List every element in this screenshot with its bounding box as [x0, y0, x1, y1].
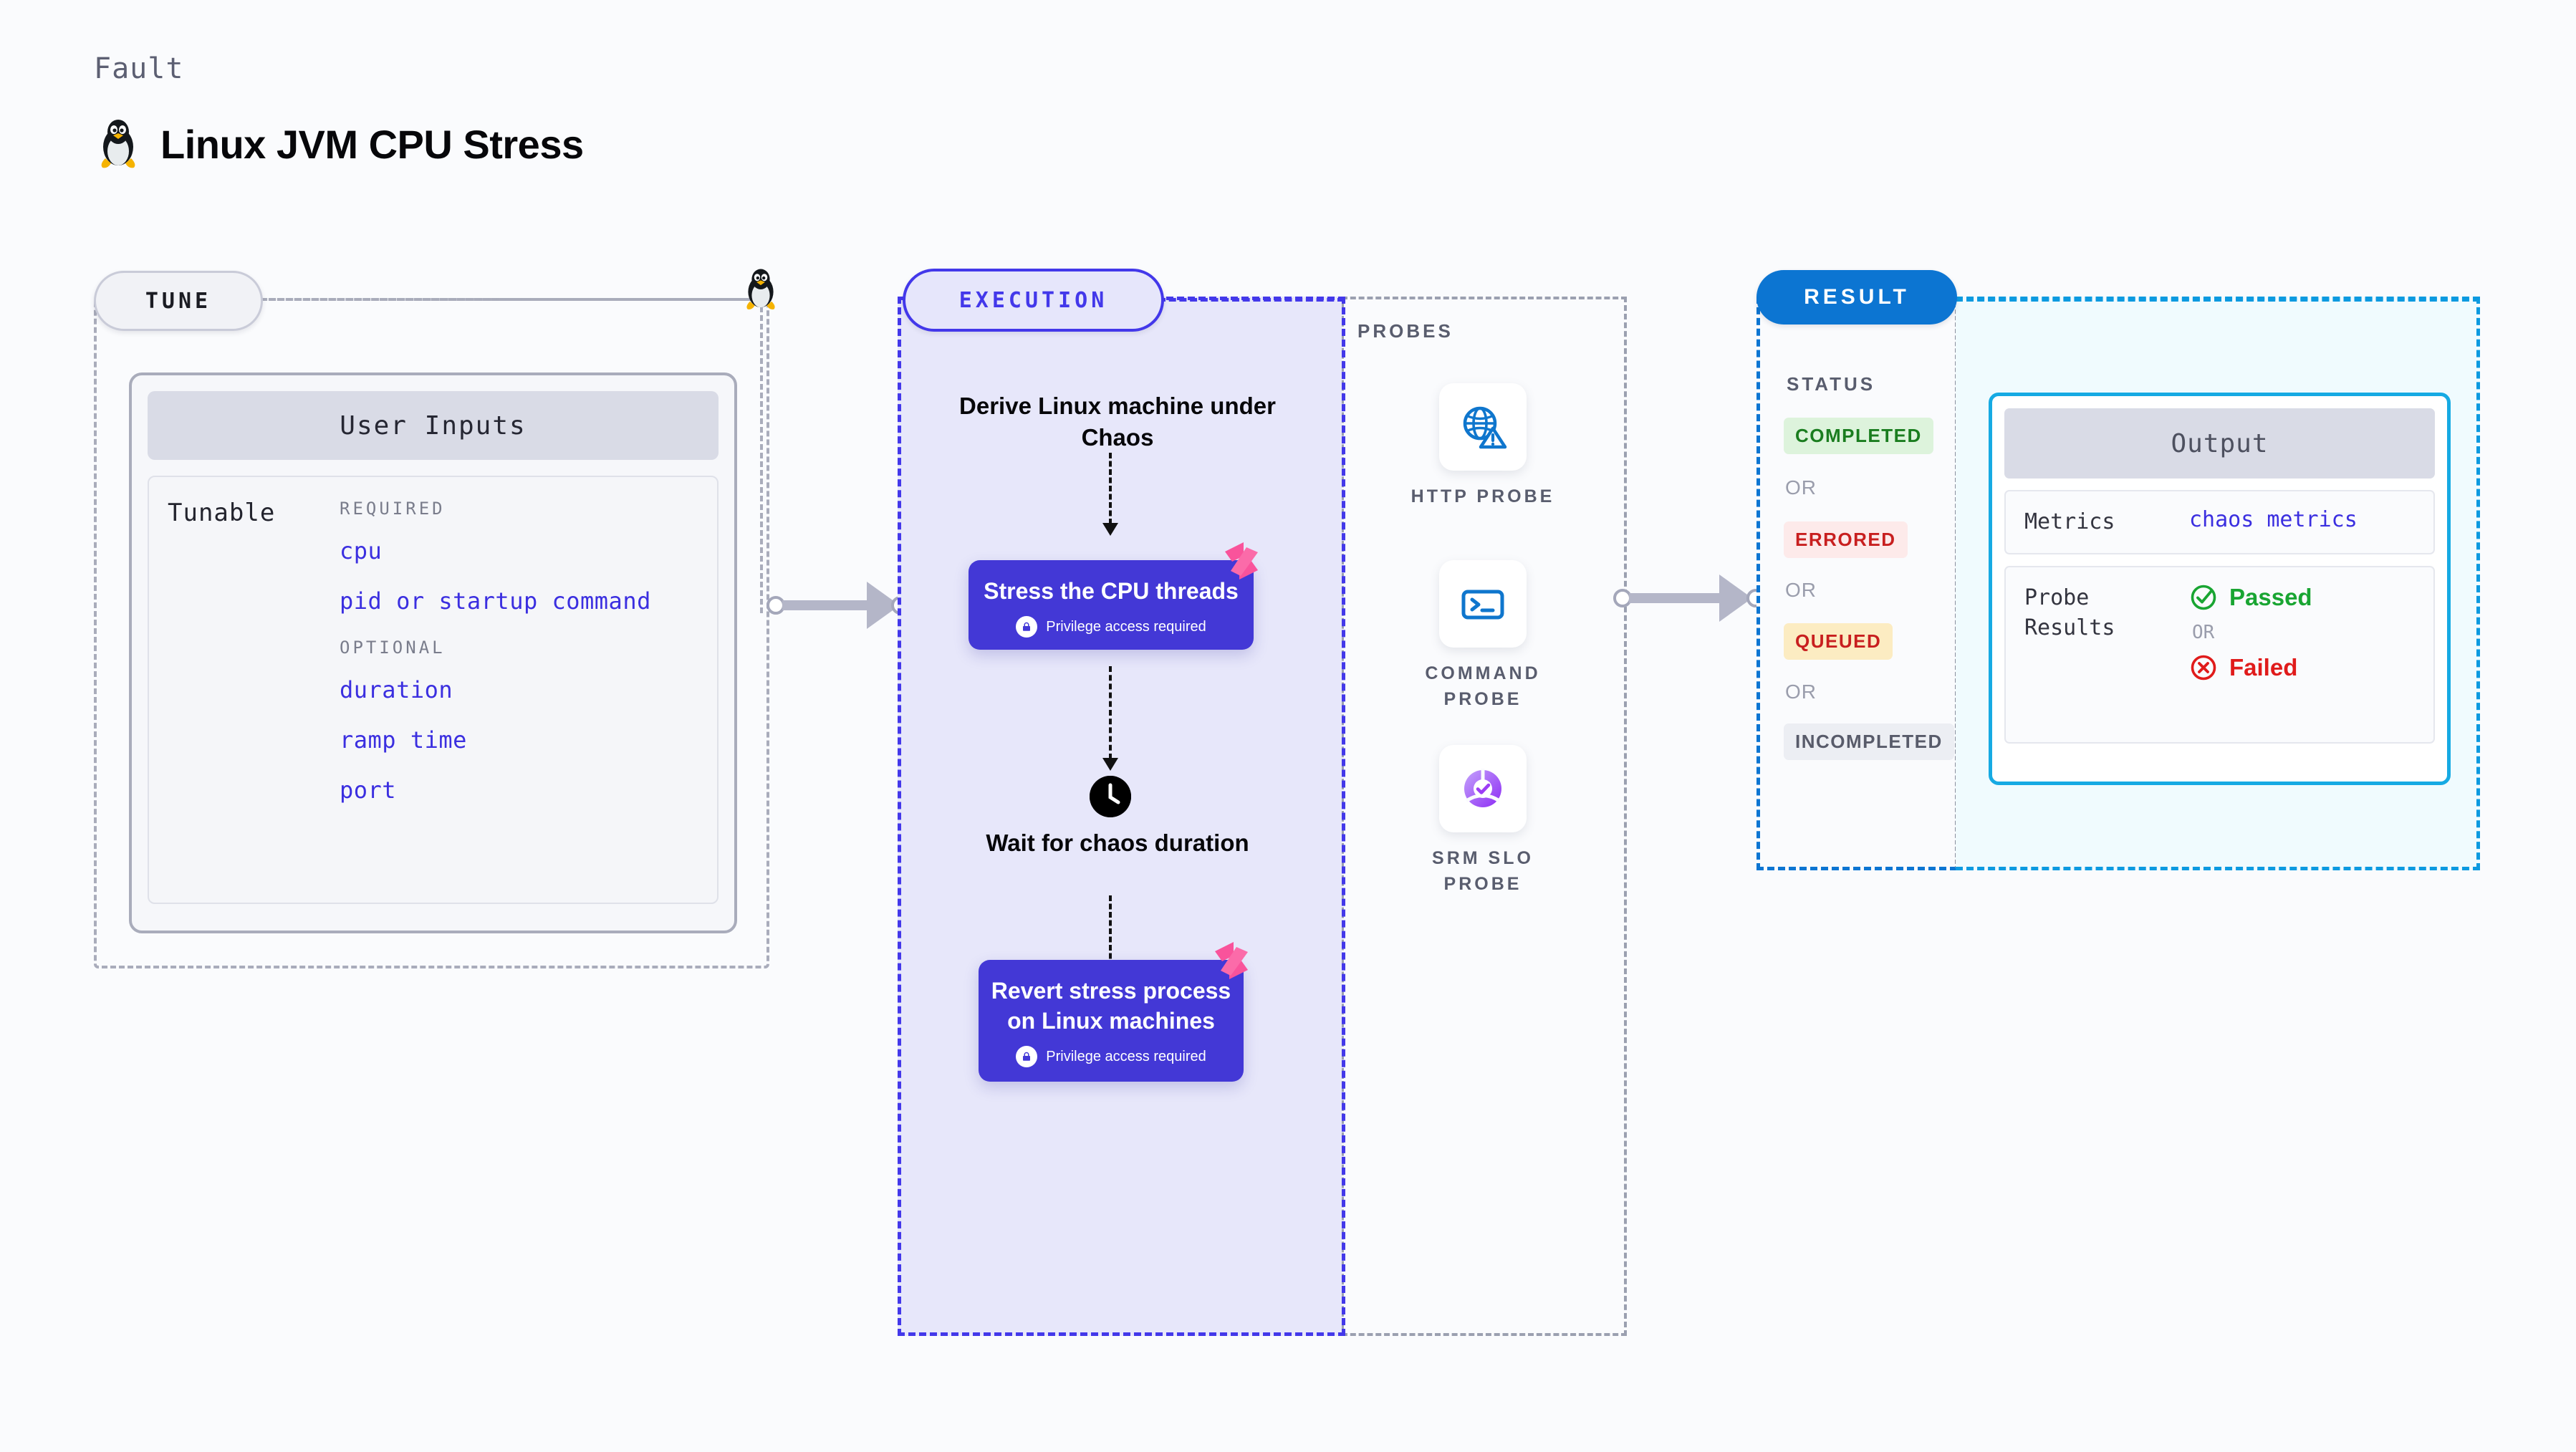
output-probe-results-row: Probe Results Passed OR Failed — [2004, 566, 2435, 744]
output-header: Output — [2004, 408, 2435, 479]
execution-step-wait: Wait for chaos duration — [986, 830, 1249, 856]
status-badge-completed: COMPLETED — [1784, 418, 1933, 454]
execution-chip[interactable]: EXECUTION — [903, 269, 1164, 332]
status-or-label: OR — [1785, 579, 1817, 601]
result-chip[interactable]: RESULT — [1756, 270, 1957, 324]
tunable-fields: REQUIRED cpu pid or startup command OPTI… — [340, 499, 698, 881]
output-probe-results-key: Probe Results — [2024, 585, 2115, 640]
probe-label: SRM SLO PROBE — [1432, 848, 1534, 895]
tunable-item[interactable]: duration — [340, 676, 453, 703]
required-group-title: REQUIRED — [340, 499, 446, 519]
tunable-box: Tunable REQUIRED cpu pid or startup comm… — [148, 476, 719, 904]
connector-tune-to-execution — [766, 580, 910, 630]
probe-label: COMMAND PROBE — [1425, 663, 1541, 710]
terminal-icon — [1439, 560, 1527, 648]
x-circle-icon — [2191, 655, 2216, 681]
harness-logo-icon — [1215, 942, 1248, 979]
probe-http[interactable]: HTTP PROBE — [1390, 383, 1576, 509]
user-inputs-header: User Inputs — [148, 391, 719, 460]
optional-group-title: OPTIONAL — [340, 638, 446, 658]
flow-arrow — [1109, 666, 1112, 759]
probe-srm-slo[interactable]: SRM SLO PROBE — [1390, 745, 1576, 898]
probe-result-failed: Failed — [2189, 653, 2312, 682]
tunable-item[interactable]: port — [340, 777, 397, 804]
connector-execution-to-result — [1613, 573, 1771, 623]
flow-arrowhead — [1102, 523, 1118, 536]
probe-command[interactable]: COMMAND PROBE — [1390, 560, 1576, 713]
node-title: Stress the CPU threads — [984, 578, 1239, 604]
output-metrics-row: Metrics chaos metrics — [2004, 490, 2435, 554]
status-title: STATUS — [1787, 373, 1876, 395]
probe-result-or-label: OR — [2192, 622, 2215, 643]
execution-step-revert[interactable]: Revert stress process on Linux machines … — [979, 942, 1248, 1082]
output-metrics-key: Metrics — [2024, 509, 2115, 534]
slo-check-icon — [1439, 745, 1527, 832]
flow-arrow — [1109, 895, 1112, 967]
tunable-label: Tunable — [168, 499, 276, 527]
failed-label: Failed — [2229, 654, 2298, 681]
lock-icon — [1016, 616, 1038, 638]
execution-step-stress-cpu[interactable]: Stress the CPU threads Privilege access … — [969, 542, 1258, 650]
connector-line — [1629, 593, 1721, 603]
page-kicker: Fault — [94, 52, 184, 85]
execution-section — [898, 297, 1345, 1336]
status-badge-queued: QUEUED — [1784, 623, 1893, 660]
status-badge-incompleted: INCOMPLETED — [1784, 723, 1954, 760]
status-or-label: OR — [1785, 681, 1817, 703]
flow-arrow — [1109, 453, 1112, 524]
connector-line — [782, 600, 868, 610]
tune-card: User Inputs Tunable REQUIRED cpu pid or … — [129, 372, 737, 933]
output-metrics-value[interactable]: chaos metrics — [2189, 507, 2358, 532]
tune-chip[interactable]: TUNE — [94, 271, 263, 331]
probe-results-values: Passed OR Failed — [2189, 583, 2312, 726]
probe-label: HTTP PROBE — [1410, 486, 1555, 506]
privilege-row: Privilege access required — [979, 1046, 1244, 1068]
harness-logo-icon — [1225, 542, 1258, 580]
probes-title: PROBES — [1357, 320, 1453, 342]
lock-icon — [1016, 1046, 1038, 1068]
status-or-label: OR — [1785, 476, 1817, 499]
tune-connector-dash-vertical — [760, 298, 763, 613]
privilege-label: Privilege access required — [1046, 1048, 1206, 1064]
check-circle-icon — [2191, 585, 2216, 610]
tunable-item[interactable]: ramp time — [340, 726, 467, 754]
tunable-item[interactable]: cpu — [340, 537, 383, 564]
privilege-label: Privilege access required — [1046, 618, 1206, 635]
flow-arrowhead — [1102, 758, 1118, 771]
execution-step-derive: Derive Linux machine under Chaos — [959, 393, 1276, 451]
passed-label: Passed — [2229, 584, 2312, 610]
execution-right-border — [1342, 297, 1345, 1336]
status-badge-errored: ERRORED — [1784, 521, 1908, 558]
page-title-row: Linux JVM CPU Stress — [96, 118, 584, 170]
result-connector-dash — [1956, 298, 2480, 302]
probe-result-passed: Passed — [2189, 583, 2312, 612]
node-title: Revert stress process on Linux machines — [991, 978, 1231, 1034]
clock-icon — [1090, 776, 1131, 817]
page-title: Linux JVM CPU Stress — [160, 121, 584, 167]
privilege-row: Privilege access required — [969, 616, 1254, 638]
tune-connector-dash — [260, 298, 761, 301]
execution-connector-dash — [1158, 298, 1345, 302]
linux-penguin-icon — [742, 267, 779, 312]
linux-penguin-icon — [96, 118, 140, 170]
globe-warning-icon — [1439, 383, 1527, 471]
tunable-item[interactable]: pid or startup command — [340, 587, 651, 615]
output-card: Output Metrics chaos metrics Probe Resul… — [1989, 393, 2451, 785]
result-status-section — [1756, 297, 1957, 870]
